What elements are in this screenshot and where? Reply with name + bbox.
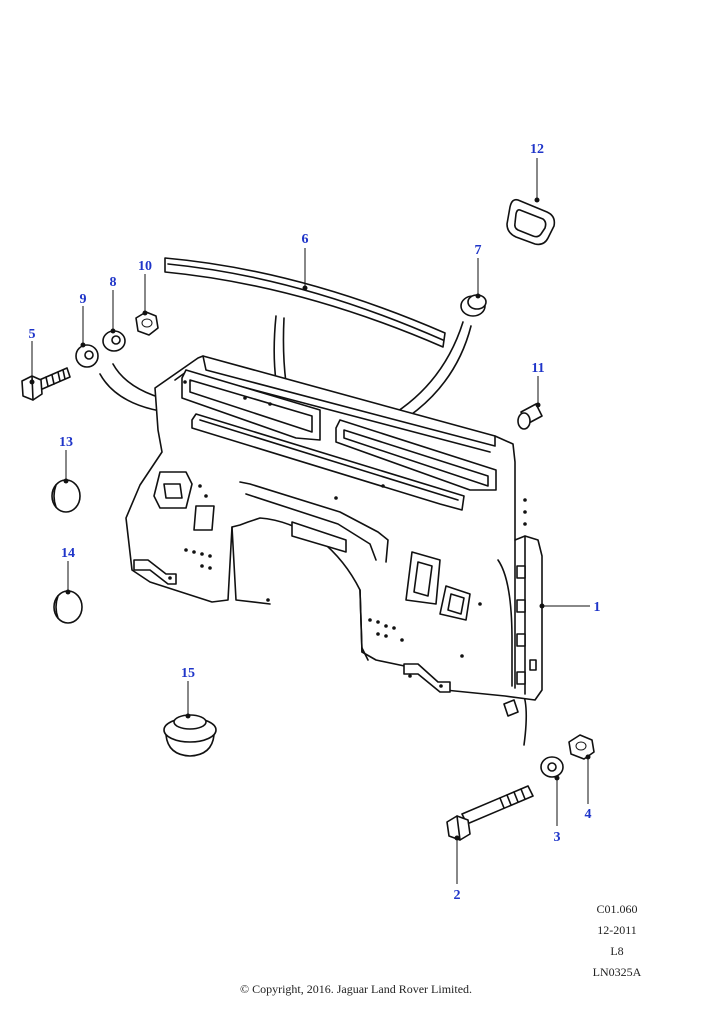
part-4-nut xyxy=(568,734,595,760)
callout-7: 7 xyxy=(475,243,482,258)
callout-5: 5 xyxy=(29,327,36,342)
copyright-notice: © Copyright, 2016. Jaguar Land Rover Lim… xyxy=(239,982,473,996)
diagram-level: L8 xyxy=(610,944,624,958)
part-7-grommet xyxy=(460,294,487,317)
part-12-grommet xyxy=(506,198,556,246)
callout-8: 8 xyxy=(110,275,117,290)
callout-3: 3 xyxy=(554,830,561,845)
part-5-bolt xyxy=(21,367,71,401)
part-9-spring-washer xyxy=(75,344,99,368)
callout-9: 9 xyxy=(80,292,87,307)
part-10-nut xyxy=(135,311,159,336)
part-3-washer xyxy=(540,756,564,778)
part-11-stud xyxy=(517,403,543,430)
part-8-washer xyxy=(102,330,126,352)
part-14-plug xyxy=(53,590,83,624)
part-15-grommet xyxy=(163,714,217,757)
diagram-ref: LN0325A xyxy=(592,965,642,979)
part-13-plug xyxy=(51,479,81,513)
callout-6: 6 xyxy=(302,232,309,247)
callout-4: 4 xyxy=(585,807,592,822)
callout-1: 1 xyxy=(594,600,601,615)
callout-13: 13 xyxy=(59,435,73,450)
callout-11: 11 xyxy=(531,361,544,376)
part-2-bolt xyxy=(446,785,534,841)
part-6-seal-strip xyxy=(164,257,446,348)
callout-2: 2 xyxy=(454,888,461,903)
diagram-code: C01.060 xyxy=(596,902,638,916)
callout-14: 14 xyxy=(61,546,75,561)
callout-10: 10 xyxy=(138,259,152,274)
diagram-date: 12-2011 xyxy=(597,923,637,937)
part-1-bulkhead xyxy=(125,355,543,717)
callout-12: 12 xyxy=(530,142,544,157)
callout-15: 15 xyxy=(181,666,195,681)
